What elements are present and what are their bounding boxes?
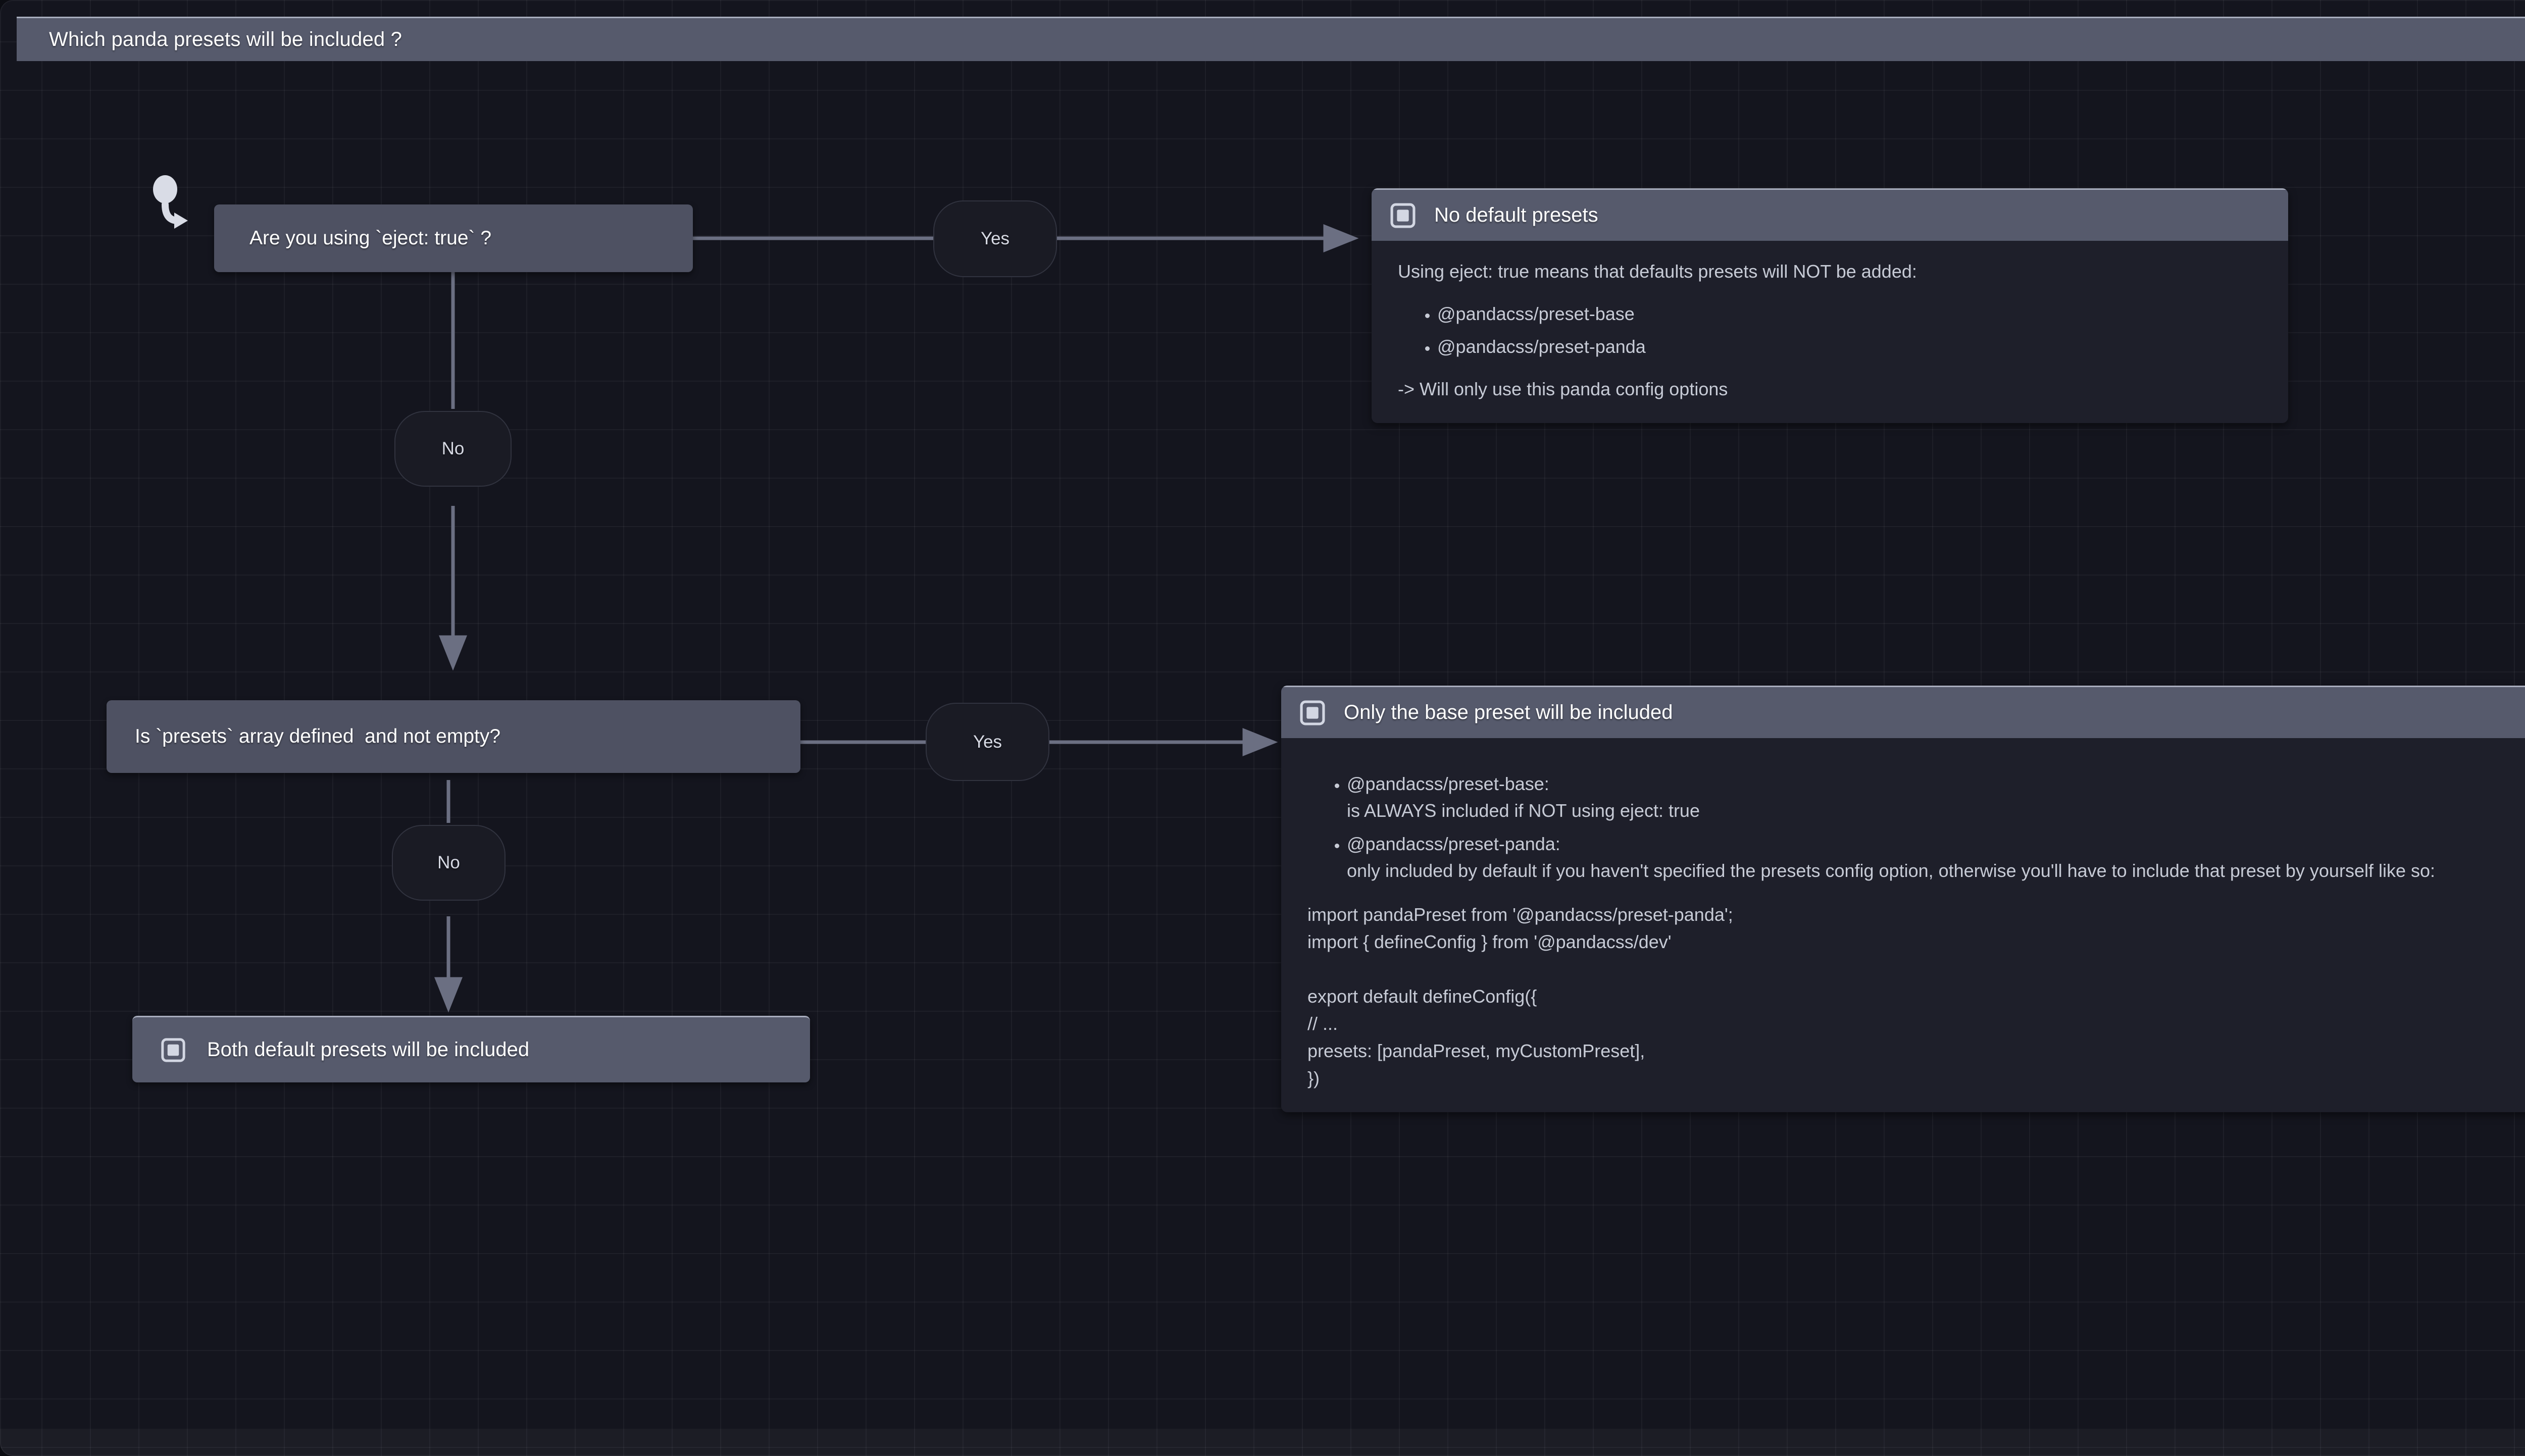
note-outro-text: -> Will only use this panda config optio… (1398, 378, 1728, 399)
note-panel-title: No default presets (1434, 204, 1598, 226)
note-panel-base-preset-only: Only the base preset will be included @p… (1281, 686, 2525, 1113)
list-item-term: @pandacss/preset-panda: (1347, 833, 1560, 854)
code-line: import { defineConfig } from '@pandacss/… (1307, 931, 1672, 953)
code-block: import pandaPreset from '@pandacss/prese… (1307, 901, 2525, 1092)
preset-list: @pandacss/preset-base @pandacss/preset-p… (1398, 300, 2262, 360)
list-item: @pandacss/preset-panda (1437, 333, 2262, 360)
list-item-desc: is ALWAYS included if NOT using eject: t… (1347, 800, 1700, 821)
note-intro-text: Using eject: true means that defaults pr… (1398, 261, 1917, 282)
code-line (1307, 956, 2525, 983)
note-panel-header: No default presets (1372, 188, 2288, 241)
code-line: // ... (1307, 1013, 1338, 1034)
list-item: @pandacss/preset-base (1437, 300, 2262, 327)
list-item-desc: only included by default if you haven't … (1347, 860, 2436, 881)
code-line: presets: [pandaPreset, myCustomPreset], (1307, 1041, 1645, 1062)
edge-label-yes-top: Yes (933, 200, 1057, 277)
edge-label-no-top: No (394, 411, 512, 487)
page-title: Which panda presets will be included ? (49, 28, 402, 50)
decision-node-presets-array-label: Is `presets` array defined and not empty… (135, 725, 501, 747)
list-item: @pandacss/preset-panda: only included by… (1347, 830, 2525, 885)
note-panel-body: Using eject: true means that defaults pr… (1372, 241, 2288, 423)
code-line: }) (1307, 1068, 1320, 1089)
note-square-icon (161, 1037, 185, 1062)
diagram-title-bar: Which panda presets will be included ? (17, 17, 2525, 61)
decision-node-presets-array[interactable]: Is `presets` array defined and not empty… (107, 700, 800, 773)
note-panel-title: Only the base preset will be included (1344, 701, 1673, 723)
endpoint-node-both-presets[interactable]: Both default presets will be included (132, 1016, 810, 1082)
endpoint-node-label: Both default presets will be included (207, 1038, 530, 1061)
code-line: export default defineConfig({ (1307, 986, 1537, 1007)
note-panel-header: Only the base preset will be included (1281, 686, 2525, 738)
note-panel-no-default-presets: No default presets Using eject: true mea… (1372, 188, 2288, 423)
note-panel-body: @pandacss/preset-base: is ALWAYS include… (1281, 738, 2525, 1113)
start-marker-icon (153, 175, 188, 229)
decision-node-eject-label: Are you using `eject: true` ? (249, 227, 492, 249)
code-line: import pandaPreset from '@pandacss/prese… (1307, 904, 1733, 925)
decision-node-eject[interactable]: Are you using `eject: true` ? (214, 204, 693, 272)
list-item-term: @pandacss/preset-base: (1347, 773, 1549, 794)
note-square-icon (1390, 202, 1416, 228)
edge-label-yes-bottom: Yes (926, 703, 1049, 781)
preset-detail-list: @pandacss/preset-base: is ALWAYS include… (1307, 770, 2525, 884)
edge-label-no-bottom: No (392, 825, 506, 901)
note-square-icon (1300, 700, 1325, 725)
list-item: @pandacss/preset-base: is ALWAYS include… (1347, 770, 2525, 824)
